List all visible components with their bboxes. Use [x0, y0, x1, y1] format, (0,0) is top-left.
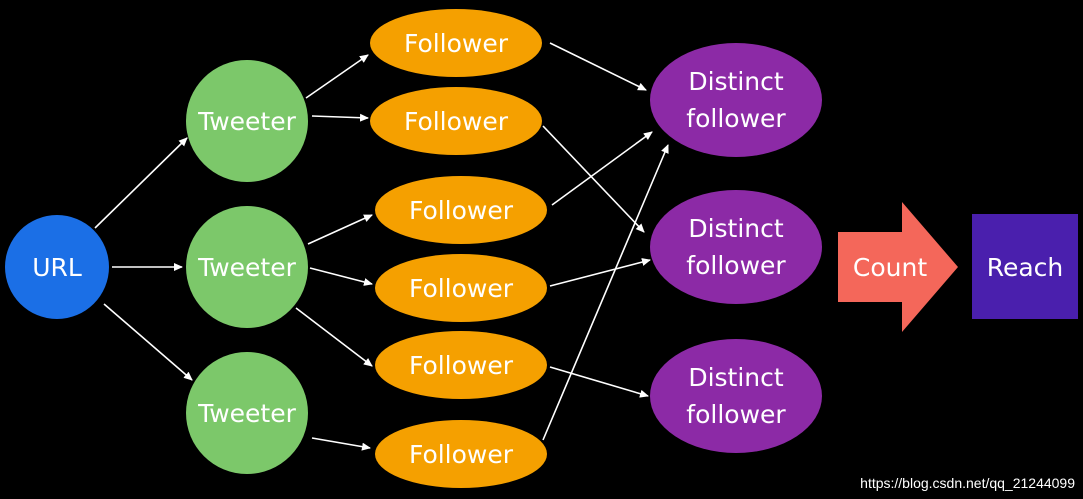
follower-label: Follower — [404, 107, 509, 136]
follower-node-3: Follower — [375, 176, 547, 244]
edge-tweeter2-follower5 — [295, 307, 373, 367]
distinct-follower-node-2: Distinct follower — [650, 190, 822, 304]
edge-tweeter3-follower6 — [311, 437, 371, 451]
distinct-follower-node-3: Distinct follower — [650, 339, 822, 453]
reach-box: Reach — [972, 214, 1078, 319]
edges — [94, 42, 669, 451]
edge-url-tweeter-3 — [103, 303, 193, 381]
follower-node-6: Follower — [375, 420, 547, 488]
tweeter-node-3: Tweeter — [186, 352, 308, 474]
count-arrow: Count — [838, 202, 958, 332]
edge-tweeter2-follower3 — [307, 214, 373, 245]
count-label: Count — [853, 253, 927, 282]
distinct-label-line-1: Distinct — [688, 363, 784, 392]
url-node: URL — [5, 215, 109, 319]
tweeter-label: Tweeter — [197, 399, 297, 428]
tweeter-label: Tweeter — [197, 107, 297, 136]
follower-label: Follower — [409, 351, 514, 380]
tweeter-node-2: Tweeter — [186, 206, 308, 328]
distinct-label-line-1: Distinct — [688, 214, 784, 243]
edge-tweeter1-follower2 — [311, 113, 369, 122]
tweeter-node-1: Tweeter — [186, 60, 308, 182]
edge-follower3-distinct1 — [551, 131, 653, 206]
edge-tweeter1-follower1 — [305, 54, 369, 99]
follower-label: Follower — [409, 196, 514, 225]
edge-follower5-distinct3 — [549, 366, 649, 398]
watermark-text: https://blog.csdn.net/qq_21244099 — [860, 475, 1075, 491]
tweeter-label: Tweeter — [197, 253, 297, 282]
edge-follower6-distinct1 — [542, 144, 669, 441]
distinct-label-line-2: follower — [686, 251, 786, 280]
distinct-label-line-2: follower — [686, 400, 786, 429]
follower-node-2: Follower — [370, 87, 542, 155]
follower-label: Follower — [409, 274, 514, 303]
follower-node-4: Follower — [375, 254, 547, 322]
url-label: URL — [32, 253, 82, 282]
distinct-label-line-1: Distinct — [688, 67, 784, 96]
edge-follower4-distinct2 — [549, 258, 651, 287]
edge-follower1-distinct1 — [549, 42, 647, 91]
distinct-follower-node-1: Distinct follower — [650, 43, 822, 157]
edge-follower2-distinct2 — [542, 125, 645, 233]
follower-node-5: Follower — [375, 331, 547, 399]
follower-label: Follower — [409, 440, 514, 469]
follower-node-1: Follower — [370, 9, 542, 77]
follower-label: Follower — [404, 29, 509, 58]
edge-tweeter2-follower4 — [309, 267, 373, 286]
reach-label: Reach — [987, 253, 1064, 282]
edge-url-tweeter-1 — [94, 137, 188, 229]
distinct-label-line-2: follower — [686, 104, 786, 133]
